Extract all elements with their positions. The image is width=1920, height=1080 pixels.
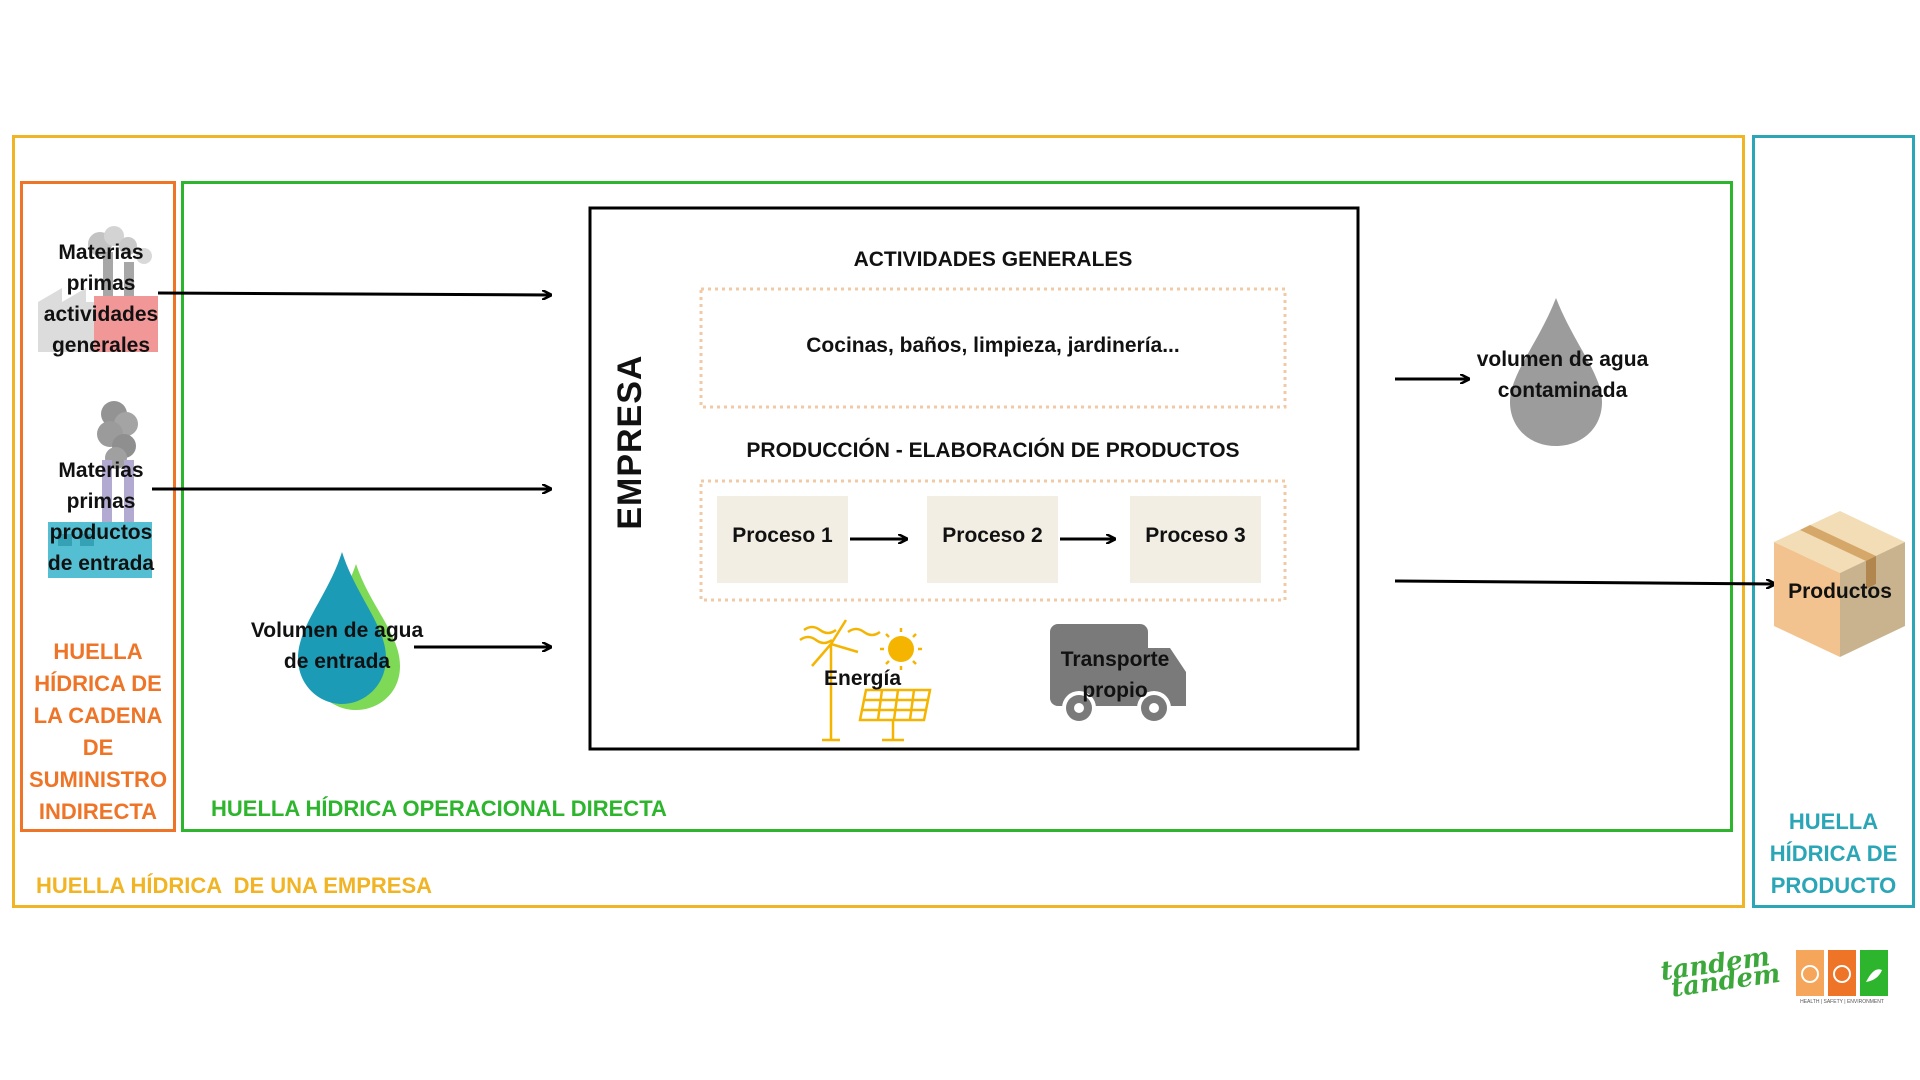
proceso-1-box <box>717 496 848 583</box>
arrow-right-icon <box>157 293 550 295</box>
factory-icon <box>48 401 152 578</box>
agua-entrada-label: Volumen de agua de entrada <box>250 619 424 673</box>
proceso-2-box <box>927 496 1058 583</box>
arrow-right-icon <box>1394 581 1774 584</box>
empresa-footprint-label: HUELLA HÍDRICA DE UNA EMPRESA <box>36 873 433 898</box>
water-drop-icon <box>298 552 400 710</box>
factory-icon <box>38 226 158 352</box>
materias-entrada-label: Materias primas productos de entrada <box>47 459 155 575</box>
productos-label: Productos <box>1788 580 1892 603</box>
produccion-heading: PRODUCCIÓN - ELABORACIÓN DE PRODUCTOS <box>746 439 1240 462</box>
producto-footprint-frame <box>1752 135 1915 908</box>
producto-footprint-label: HUELLA HÍDRICA DE PRODUCTO <box>1769 809 1898 898</box>
operacional-footprint-label: HUELLA HÍDRICA OPERACIONAL DIRECTA <box>211 796 667 821</box>
cadena-footprint-label: HUELLA HÍDRICA DE LA CADENA DE SUMINISTR… <box>28 639 168 824</box>
transporte-label: Transporte propio <box>1060 648 1170 702</box>
actividades-heading: ACTIVIDADES GENERALES <box>853 248 1133 271</box>
actividades-text: Cocinas, baños, limpieza, jardinería... <box>806 334 1180 357</box>
cadena-footprint-frame <box>20 181 176 832</box>
energia-label: Energía <box>823 667 902 690</box>
truck-icon <box>1050 624 1186 725</box>
agua-contaminada-label: volumen de agua contaminada <box>1476 348 1649 402</box>
solar-wind-energy-icon <box>799 619 932 742</box>
operacional-footprint-frame <box>181 181 1733 832</box>
logo-tagline: HEALTH | SAFETY | ENVIRONMENT <box>1800 999 1884 1005</box>
empresa-title: EMPRESA <box>610 354 649 530</box>
proceso-3-label: Proceso 3 <box>1145 524 1246 547</box>
empresa-box <box>588 206 1360 751</box>
proceso-2-label: Proceso 2 <box>942 524 1043 547</box>
water-drop-icon <box>1510 298 1602 446</box>
produccion-panel <box>699 479 1287 602</box>
cardboard-box-icon <box>1774 511 1905 657</box>
actividades-panel <box>699 287 1287 409</box>
materias-generales-label: Materias primas actividades generales <box>43 241 159 357</box>
hse-logo-icon <box>1796 950 1888 996</box>
empresa-footprint-frame <box>12 135 1745 908</box>
proceso-1-label: Proceso 1 <box>732 524 833 547</box>
proceso-3-box <box>1130 496 1261 583</box>
